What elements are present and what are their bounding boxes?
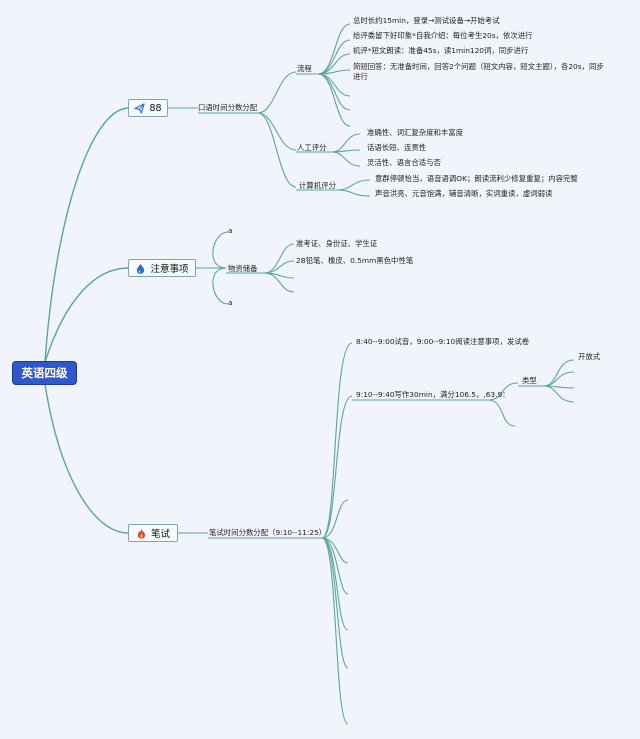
human-score-item-2[interactable]: 话语长短、连贯性 (367, 143, 427, 152)
process-label[interactable]: 流程 (297, 64, 312, 73)
paper-plane-icon (134, 102, 146, 114)
branch-written-label: 笔试 (150, 529, 170, 540)
root-topic[interactable]: 英语四级 (13, 362, 76, 384)
notice-top-mark[interactable]: a (228, 226, 233, 235)
human-score-label[interactable]: 人工评分 (297, 143, 327, 152)
human-score-item-3[interactable]: 灵活性、语言合适与否 (367, 158, 441, 167)
branch-notice[interactable]: 注意事项 (128, 259, 196, 277)
type-item-open[interactable]: 开放式 (578, 352, 601, 361)
notice-item-1[interactable]: 准考证、身份证、学生证 (296, 239, 378, 248)
oral-sub-label[interactable]: 口语时间分数分配 (198, 103, 258, 112)
process-item-2[interactable]: 给评委留下好印象*自我介绍：每位考生20s，依次进行 (353, 31, 533, 40)
process-item-3[interactable]: 机评*短文朗读：准备45s，读1min120词，同步进行 (353, 46, 529, 55)
machine-score-item-2[interactable]: 声音洪亮、元音饱满，辅音清晰，实词重读，虚词弱读 (375, 189, 553, 198)
machine-score-item-1[interactable]: 意群停顿恰当，语音语调OK；朗读流利少修复重复；内容完整 (375, 174, 578, 183)
type-label[interactable]: 类型 (522, 376, 537, 385)
branch-notice-label: 注意事项 (150, 264, 189, 275)
machine-score-label[interactable]: 计算机评分 (299, 181, 336, 190)
branch-oral[interactable]: 88 (128, 99, 168, 117)
branch-oral-label: 88 (149, 102, 162, 114)
process-item-4[interactable]: 简短回答：无准备时间，回答2个问题（短文内容，短文主题），各20s，同步进行 (353, 62, 604, 81)
human-score-item-1[interactable]: 准确性、词汇复杂度和丰富度 (367, 128, 464, 137)
notice-sub-label[interactable]: 物资储备 (228, 264, 258, 273)
fire-icon (137, 528, 146, 539)
water-drop-icon (137, 263, 145, 274)
written-item-1[interactable]: 8:40--9:00试音，9:00--9:10阅读注意事项，发试卷 (356, 337, 530, 346)
notice-item-2[interactable]: 2B铅笔、橡皮、0.5mm黑色中性笔 (296, 256, 414, 265)
written-item-2[interactable]: 9:10--9:40写作30min，满分106.5，,63.9： (356, 390, 510, 399)
process-item-1[interactable]: 总时长约15min，登录→测试设备→开始考试 (353, 16, 500, 25)
notice-bottom-mark[interactable]: a (228, 298, 233, 307)
branch-written[interactable]: 笔试 (128, 524, 178, 542)
written-sub-label[interactable]: 笔试时间分数分配（9:10--11:25） (209, 528, 327, 537)
